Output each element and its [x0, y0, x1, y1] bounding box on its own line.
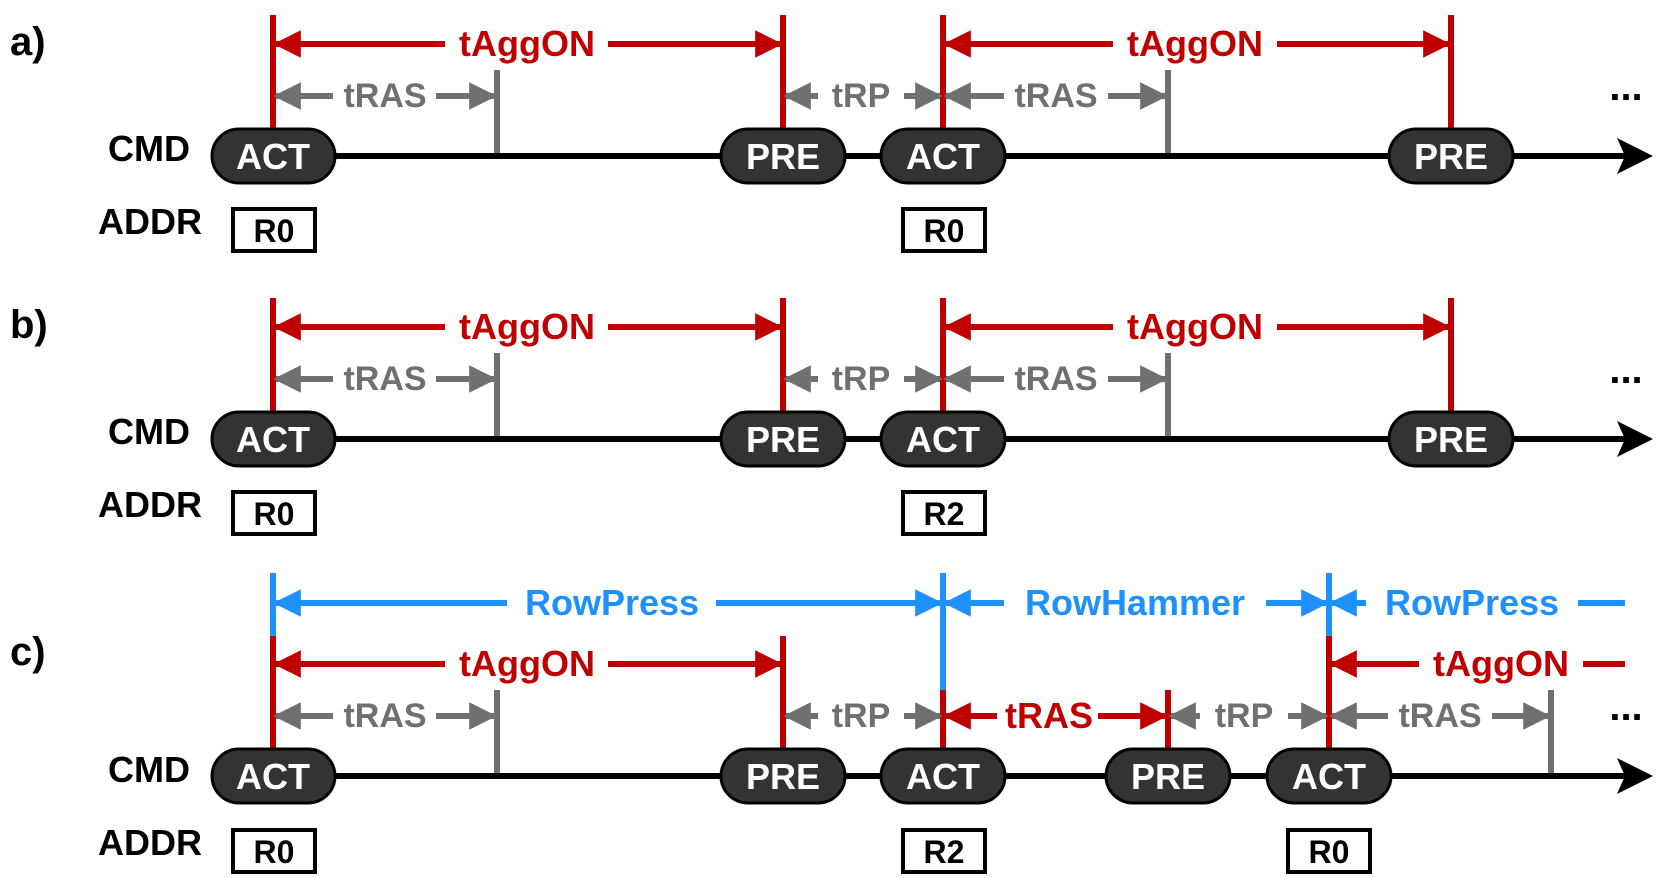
- rowpress-label: RowPress: [525, 582, 699, 623]
- command-pill-act: ACT: [879, 747, 1007, 805]
- cmd-row-label: CMD: [108, 749, 190, 790]
- address-box: R2: [901, 490, 987, 536]
- tras-label: tRAS: [1014, 77, 1097, 115]
- panel-c: c) CMD ADDR RowPress RowHammer RowPress …: [10, 573, 1653, 874]
- trp-label: tRP: [832, 360, 891, 398]
- panel-b-label: b): [10, 303, 48, 347]
- taggon-label: tAggON: [459, 306, 595, 347]
- command-label: PRE: [1414, 136, 1488, 177]
- tras-label: tRAS: [343, 360, 426, 398]
- trp-label: tRP: [832, 77, 891, 115]
- rowpress-label: RowPress: [1385, 582, 1559, 623]
- trp-label: tRP: [1215, 697, 1274, 735]
- tras-label: tRAS: [343, 77, 426, 115]
- command-label: ACT: [1292, 756, 1366, 797]
- address-label: R0: [924, 213, 965, 249]
- panel-c-label: c): [10, 630, 46, 674]
- command-pill-act: ACT: [210, 747, 337, 805]
- command-label: PRE: [1131, 756, 1205, 797]
- taggon-label: tAggON: [1127, 23, 1263, 64]
- addr-row-label: ADDR: [98, 822, 202, 863]
- command-label: PRE: [746, 419, 820, 460]
- address-label: R0: [254, 213, 295, 249]
- address-box: R0: [231, 828, 317, 874]
- address-box: R0: [1286, 828, 1372, 874]
- address-box: R0: [231, 490, 317, 536]
- continuation-ellipsis: ...: [1609, 348, 1642, 392]
- command-pill-pre: PRE: [1104, 747, 1232, 805]
- time-axis-arrowhead: [1617, 138, 1653, 174]
- address-box: R0: [231, 207, 317, 253]
- tras-label: tRAS: [1014, 360, 1097, 398]
- cmd-row-label: CMD: [108, 128, 190, 169]
- address-label: R0: [254, 496, 295, 532]
- rowhammer-label: RowHammer: [1025, 582, 1245, 623]
- command-pill-pre: PRE: [719, 410, 847, 468]
- taggon-label: tAggON: [459, 23, 595, 64]
- address-label: R0: [254, 834, 295, 870]
- time-axis-arrowhead: [1617, 421, 1653, 457]
- tras-label: tRAS: [343, 697, 426, 735]
- command-pill-act: ACT: [879, 410, 1007, 468]
- command-pill-act: ACT: [1265, 747, 1393, 805]
- command-pill-pre: PRE: [719, 127, 847, 185]
- taggon-label: tAggON: [459, 643, 595, 684]
- address-box: R0: [901, 207, 987, 253]
- command-pill-pre: PRE: [719, 747, 847, 805]
- panel-b: b) CMD ADDR tAggON tAggON tRAS tRP tRAS …: [10, 298, 1653, 536]
- command-label: PRE: [1414, 419, 1488, 460]
- trp-label: tRP: [832, 697, 891, 735]
- tras-label: tRAS: [1398, 697, 1481, 735]
- taggon-label: tAggON: [1433, 643, 1569, 684]
- tras-label-red: tRAS: [1005, 695, 1093, 736]
- command-label: PRE: [746, 136, 820, 177]
- command-label: ACT: [906, 419, 980, 460]
- command-label: ACT: [236, 419, 310, 460]
- taggon-label: tAggON: [1127, 306, 1263, 347]
- command-label: ACT: [906, 136, 980, 177]
- address-label: R2: [924, 496, 965, 532]
- panel-a-label: a): [10, 20, 46, 64]
- address-label: R2: [924, 834, 965, 870]
- command-label: ACT: [906, 756, 980, 797]
- command-label: ACT: [236, 136, 310, 177]
- time-axis-arrowhead: [1617, 758, 1653, 794]
- cmd-row-label: CMD: [108, 411, 190, 452]
- continuation-ellipsis: ...: [1609, 65, 1642, 109]
- addr-row-label: ADDR: [98, 201, 202, 242]
- command-pill-act: ACT: [879, 127, 1007, 185]
- command-label: PRE: [746, 756, 820, 797]
- command-pill-pre: PRE: [1387, 127, 1515, 185]
- command-pill-act: ACT: [210, 127, 337, 185]
- command-pill-act: ACT: [210, 410, 337, 468]
- address-box: R2: [901, 828, 987, 874]
- continuation-ellipsis: ...: [1609, 685, 1642, 729]
- address-label: R0: [1309, 834, 1350, 870]
- addr-row-label: ADDR: [98, 484, 202, 525]
- command-label: ACT: [236, 756, 310, 797]
- panel-a: a) CMD ADDR tAggON tAggON tRAS tRP tRAS …: [10, 15, 1653, 253]
- command-pill-pre: PRE: [1387, 410, 1515, 468]
